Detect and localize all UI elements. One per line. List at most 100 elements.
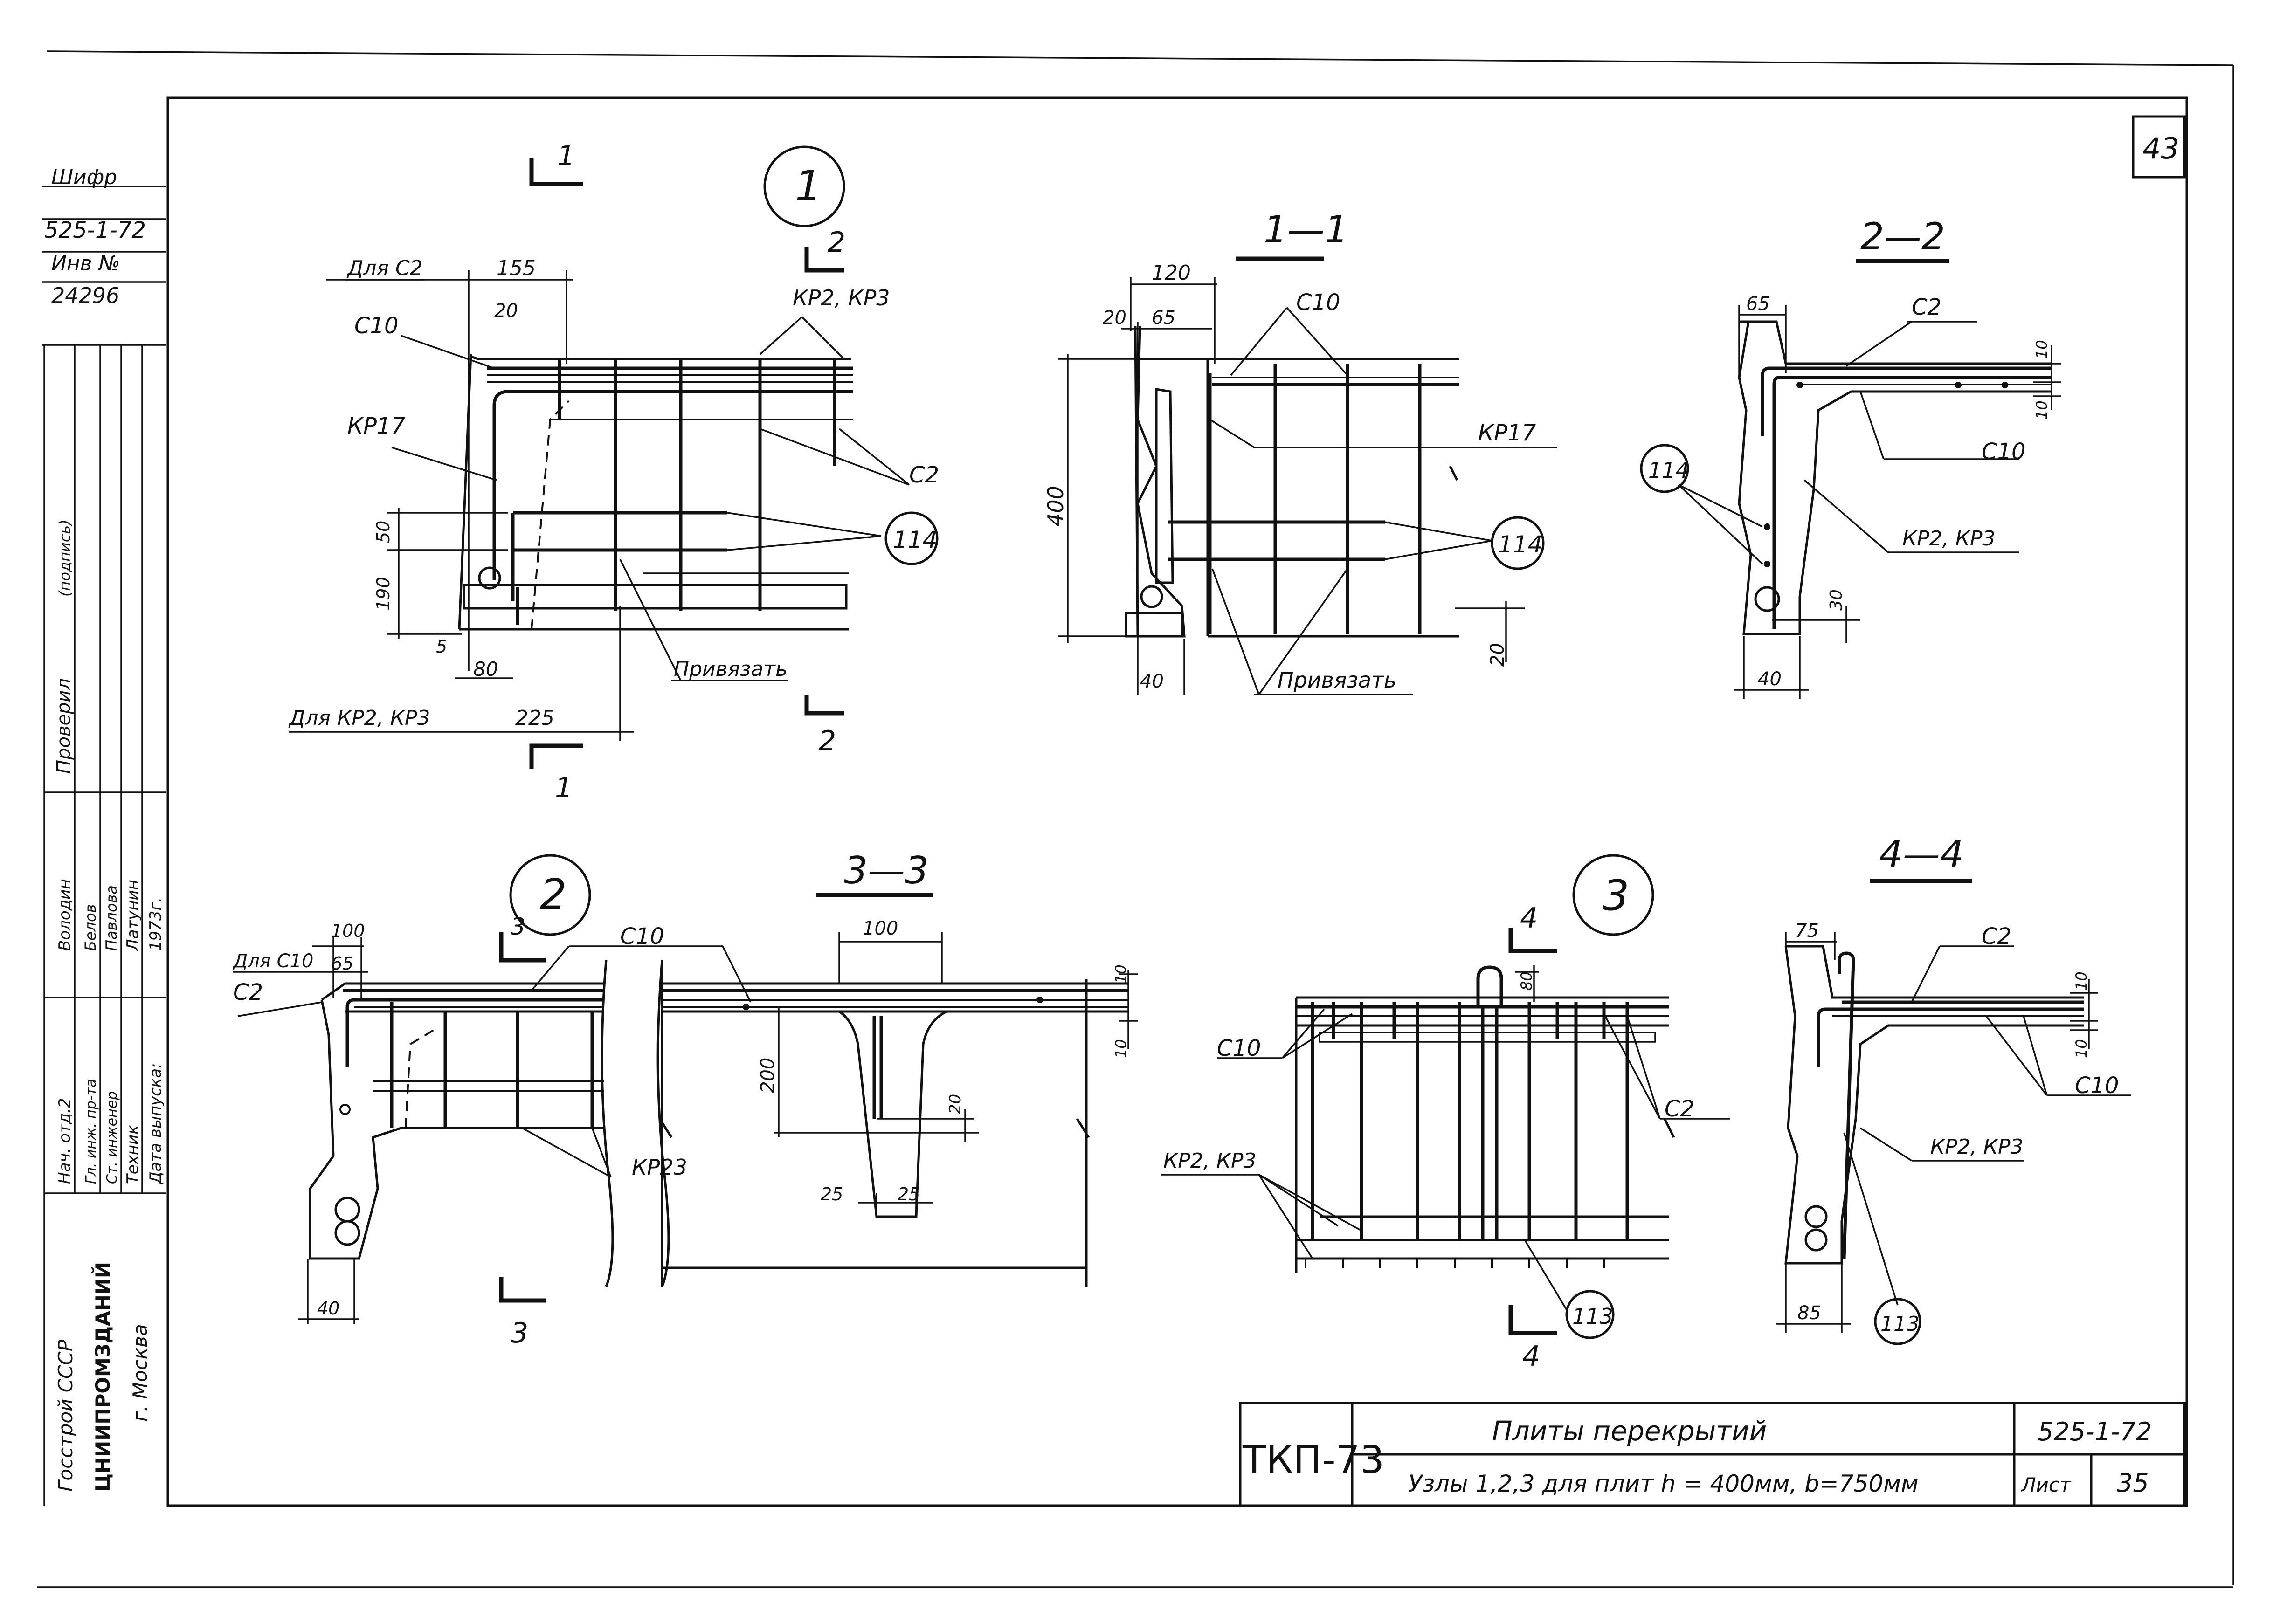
node-1-cut-1-bottom: 1	[555, 771, 573, 804]
section-2-2-kp2kp3: КР2, КР3	[1902, 527, 1996, 551]
side-stamp: Шифр 525-1-72 Инв № 24296 Проверил (подп…	[42, 165, 166, 1506]
role-3: Ст. инженер	[104, 1091, 120, 1184]
org-line-2: ЦНИИПРОМЗДАНИЙ	[91, 1262, 114, 1492]
node-2-c2: С2	[233, 979, 263, 1005]
section-1-1-dim-400: 400	[1043, 486, 1068, 527]
section-1-1-dim-65: 65	[1152, 307, 1175, 329]
section-4-4: 4—4 113 75 С2 10	[1776, 833, 2131, 1345]
node-3-dim-80: 80	[1518, 971, 1535, 991]
section-3-3-dim-20: 20	[946, 1094, 965, 1114]
sheet-title: Плиты перекрытий	[1492, 1415, 1767, 1447]
node-1-dlya-kp: Для КР2, КР3	[288, 706, 430, 730]
section-1-1-dim-40: 40	[1140, 671, 1164, 692]
series-code: ТКП-73	[1242, 1438, 1384, 1482]
shifr-value: 525-1-72	[44, 217, 146, 243]
inv-no-value: 24296	[51, 283, 119, 308]
section-1-1-dim-20b: 20	[1487, 643, 1508, 667]
section-4-4-title: 4—4	[1879, 833, 1964, 876]
node-3-cut-4-bottom: 4	[1522, 1340, 1540, 1373]
node-2-dim-100: 100	[331, 921, 365, 941]
node-1-dlya-c2: Для С2	[346, 256, 423, 280]
node-2-number: 2	[540, 870, 567, 919]
section-2-2-dim-65: 65	[1746, 293, 1770, 315]
sheet-subtitle: Узлы 1,2,3 для плит h = 400мм, b=750мм	[1408, 1470, 1919, 1497]
node-1-number: 1	[795, 162, 822, 211]
node-2-dlya-c10: Для С10	[232, 950, 313, 972]
section-1-1-c10: С10	[1296, 289, 1340, 316]
node-3-c10: С10	[1217, 1035, 1261, 1061]
shifr-label: Шифр	[51, 165, 117, 189]
node-1-dim-50: 50	[373, 521, 394, 543]
node-1-dim-190: 190	[373, 577, 394, 611]
section-4-4-balloon-text: 113	[1880, 1312, 1920, 1336]
section-3-3-dim-200: 200	[757, 1058, 779, 1093]
name-3: Павлова	[103, 885, 120, 951]
name-1: Володин	[55, 879, 74, 951]
node-1-balloon-text: 114	[893, 526, 937, 553]
section-2-2-dim-30: 30	[1827, 589, 1846, 611]
section-3-3-dim-100: 100	[863, 918, 898, 939]
sheet-frame: 43	[37, 50, 2234, 1588]
section-1-1-balloon-text: 114	[1498, 531, 1542, 558]
section-1-1: 1—1	[1043, 208, 1557, 695]
role-5: Дата выпуска:	[146, 1063, 165, 1185]
node-3-marker	[1572, 854, 1654, 936]
node-2-detail: 2 3 3	[232, 854, 752, 1349]
section-1-1-privyazat: Привязать	[1278, 667, 1396, 693]
sheet-label: Лист	[2020, 1473, 2072, 1496]
sheet-number: 35	[2117, 1468, 2149, 1498]
node-2-dim-65: 65	[331, 953, 353, 974]
section-1-1-kp17: КР17	[1478, 420, 1536, 446]
page-number: 43	[2142, 131, 2179, 165]
node-3-c2: С2	[1665, 1096, 1694, 1122]
org-line-1: Госстрой СССР	[54, 1339, 77, 1492]
node-3-number: 3	[1603, 871, 1629, 920]
node-2-cut-3-top: 3	[511, 913, 525, 940]
name-4: Латунин	[124, 880, 142, 952]
section-2-2-c10: С10	[1982, 439, 2026, 465]
role-1: Нач. отд.2	[55, 1098, 74, 1184]
node-2-cut-3-bottom: 3	[511, 1317, 528, 1349]
section-2-2-dim-10a: 10	[2033, 340, 2051, 359]
section-4-4-dim-85: 85	[1797, 1302, 1821, 1324]
node-3-balloon-113	[1565, 1290, 1615, 1339]
section-2-2: 2—2 11	[1640, 215, 2061, 699]
section-3-3-dim-10a: 10	[1112, 964, 1130, 984]
section-2-2-dim-40: 40	[1758, 668, 1782, 690]
node-2-marker	[509, 854, 591, 936]
section-3-3-title: 3—3	[844, 849, 929, 892]
section-1-1-title: 1—1	[1264, 208, 1348, 251]
section-3-3-dim-10b: 10	[1112, 1039, 1130, 1058]
section-4-4-kp2kp3: КР2, КР3	[1930, 1135, 2024, 1159]
section-2-2-title: 2—2	[1860, 215, 1945, 258]
section-1-1-dim-20: 20	[1103, 307, 1126, 329]
node-2-c10: С10	[620, 923, 664, 950]
node-1-kp17: КР17	[347, 413, 406, 439]
section-3-3-dim-25a: 25	[821, 1184, 843, 1204]
node-1-kp2kp3: КР2, КР3	[793, 285, 890, 310]
node-1-dim-80: 80	[473, 658, 498, 681]
org-line-3: г. Москва	[129, 1324, 152, 1422]
node-3-kp2kp3: КР2, КР3	[1163, 1149, 1257, 1173]
node-1-dim-155: 155	[497, 256, 536, 280]
role-2: Гл. инж. пр-та	[83, 1079, 99, 1184]
node-2-kp23: КР23	[632, 1155, 687, 1180]
section-1-1-dim-120: 120	[1152, 261, 1191, 285]
node-3-balloon-text: 113	[1572, 1304, 1613, 1329]
section-4-4-dim-10a: 10	[2073, 971, 2090, 991]
section-4-4-dim-10b: 10	[2073, 1039, 2090, 1058]
node-1-cut-1-top: 1	[557, 140, 575, 172]
name-5: 1973г.	[146, 897, 165, 951]
role-4: Техник	[124, 1125, 142, 1184]
section-4-4-c10: С10	[2075, 1073, 2119, 1099]
node-1-dim-5: 5	[436, 636, 447, 657]
node-1-dim-20: 20	[494, 300, 518, 322]
document-code: 525-1-72	[2038, 1417, 2152, 1446]
section-3-3-dim-25b: 25	[898, 1184, 920, 1204]
node-1-dim-225: 225	[515, 706, 554, 730]
node-3-detail: 3 4 4	[1161, 854, 1730, 1373]
node-3-cut-4-top: 4	[1520, 902, 1538, 935]
section-2-2-balloon-114	[1640, 444, 1689, 493]
checked-label: Проверил	[53, 678, 75, 774]
